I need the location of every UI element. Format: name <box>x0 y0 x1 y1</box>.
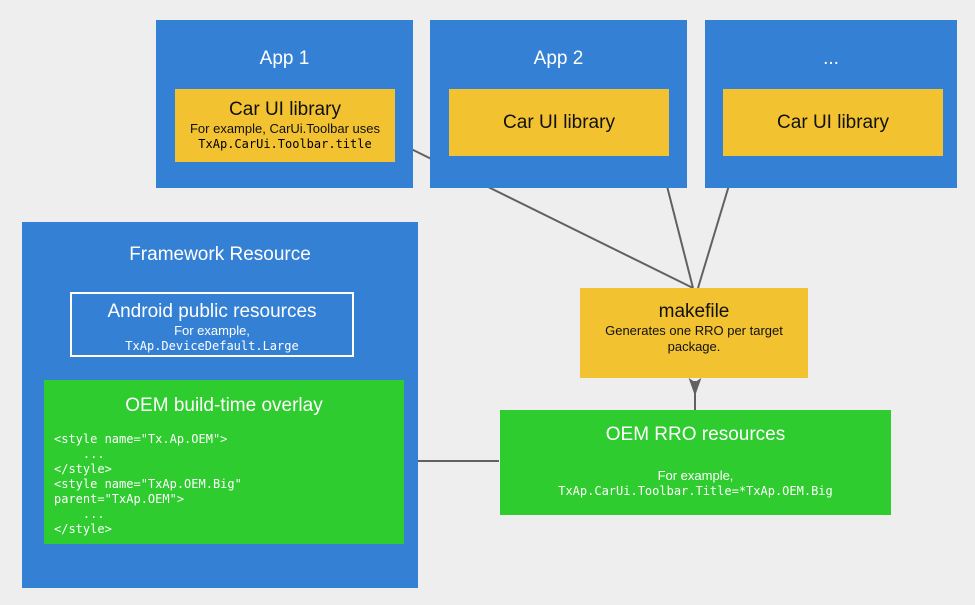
oem-rro-resources-example-stack: For example, TxAp.CarUi.Toolbar.Title=*T… <box>506 468 885 499</box>
oem-rro-resources-title: OEM RRO resources <box>605 424 786 445</box>
oem-build-time-overlay-title-stack: OEM build-time overlay <box>50 394 398 417</box>
oem-rro-resources-text-stack: OEM RRO resources <box>506 423 885 446</box>
app-2-container: App 2 Car UI library <box>430 20 687 188</box>
app-3-title: ... <box>823 48 839 69</box>
app-3-library-text-stack: Car UI library <box>729 111 937 134</box>
framework-resource-container: Framework Resource Android public resour… <box>22 222 418 588</box>
app-1-library-text-stack: Car UI library For example, CarUi.Toolba… <box>181 98 389 152</box>
app-1-library-code: TxAp.CarUi.Toolbar.title <box>198 137 372 151</box>
app-3-container: ... Car UI library <box>705 20 957 188</box>
app-2-title: App 2 <box>533 48 584 69</box>
app-1-library-title: Car UI library <box>229 99 341 120</box>
android-public-resources-box: Android public resources For example, Tx… <box>70 292 354 357</box>
oem-rro-resources-sub: For example, <box>657 468 734 483</box>
app-1-container: App 1 Car UI library For example, CarUi.… <box>156 20 413 188</box>
makefile-sub: Generates one RRO per target package. <box>605 323 783 354</box>
app-2-car-ui-library: Car UI library <box>449 89 669 156</box>
framework-resource-title: Framework Resource <box>129 244 311 265</box>
app-3-car-ui-library: Car UI library <box>723 89 943 156</box>
android-public-resources-code: TxAp.DeviceDefault.Large <box>125 339 299 353</box>
makefile-text-stack: makefile Generates one RRO per target pa… <box>586 300 802 355</box>
app-1-title: App 1 <box>259 48 310 69</box>
app-2-library-text-stack: Car UI library <box>455 111 663 134</box>
app-1-library-sub: For example, CarUi.Toolbar uses <box>189 121 381 136</box>
oem-build-time-overlay-title: OEM build-time overlay <box>125 395 323 416</box>
oem-rro-resources-box: OEM RRO resources For example, TxAp.CarU… <box>500 410 891 515</box>
oem-build-time-overlay-box: OEM build-time overlay <style name="Tx.A… <box>44 380 404 544</box>
oem-build-time-overlay-code: <style name="Tx.Ap.OEM"> ... </style> <s… <box>54 432 242 536</box>
makefile-title: makefile <box>658 301 730 322</box>
android-public-resources-sub: For example, <box>174 323 250 338</box>
oem-rro-resources-code: TxAp.CarUi.Toolbar.Title=*TxAp.OEM.Big <box>558 484 833 498</box>
app-1-car-ui-library: Car UI library For example, CarUi.Toolba… <box>175 89 395 162</box>
app-2-library-title: Car UI library <box>503 112 615 133</box>
android-public-resources-text-stack: Android public resources For example, Tx… <box>78 300 346 354</box>
app-3-library-title: Car UI library <box>777 112 889 133</box>
makefile-box: makefile Generates one RRO per target pa… <box>580 288 808 378</box>
android-public-resources-title: Android public resources <box>107 301 317 322</box>
